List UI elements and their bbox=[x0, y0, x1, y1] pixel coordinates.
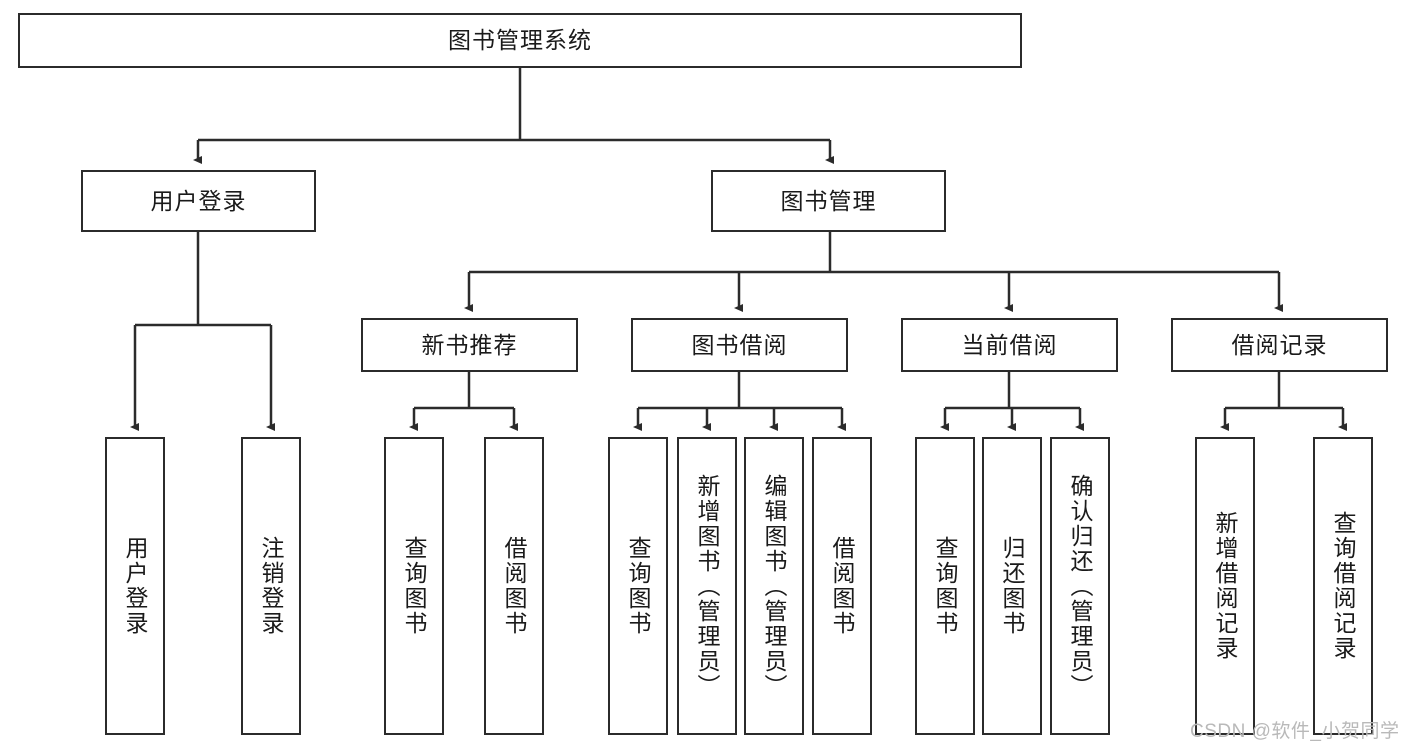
csdn-watermark: CSDN @软件_小贺同学 bbox=[1190, 721, 1400, 742]
node-leaf-logout[interactable]: 注销登录 bbox=[241, 437, 301, 735]
node-leaf-recommend-query-book[interactable]: 查询图书 bbox=[384, 437, 444, 735]
node-leaf-record-query-label: 查询借阅记录 bbox=[1330, 511, 1357, 661]
node-book-management-label: 图书管理 bbox=[780, 187, 877, 214]
node-leaf-current-return-book[interactable]: 归还图书 bbox=[982, 437, 1042, 735]
node-borrow-record-label: 借阅记录 bbox=[1231, 331, 1328, 358]
node-leaf-borrow-add-book[interactable]: 新增图书（管理员） bbox=[677, 437, 737, 735]
node-new-book-recommend-label: 新书推荐 bbox=[421, 331, 518, 358]
node-leaf-current-confirm-return-label: 确认归还（管理员） bbox=[1067, 473, 1094, 699]
node-leaf-user-login[interactable]: 用户登录 bbox=[105, 437, 165, 735]
node-leaf-current-confirm-return[interactable]: 确认归还（管理员） bbox=[1050, 437, 1110, 735]
node-user-login-label: 用户登录 bbox=[150, 187, 247, 214]
node-current-borrow-label: 当前借阅 bbox=[961, 331, 1058, 358]
node-borrow-record[interactable]: 借阅记录 bbox=[1171, 318, 1388, 372]
node-root-system-label: 图书管理系统 bbox=[448, 27, 592, 54]
node-leaf-record-query[interactable]: 查询借阅记录 bbox=[1313, 437, 1373, 735]
node-leaf-record-add-label: 新增借阅记录 bbox=[1212, 511, 1239, 661]
node-book-borrow-label: 图书借阅 bbox=[691, 331, 788, 358]
node-current-borrow[interactable]: 当前借阅 bbox=[901, 318, 1118, 372]
node-leaf-recommend-query-book-label: 查询图书 bbox=[401, 536, 428, 636]
node-book-borrow[interactable]: 图书借阅 bbox=[631, 318, 848, 372]
node-leaf-current-return-book-label: 归还图书 bbox=[999, 536, 1026, 636]
node-leaf-borrow-borrow-book-label: 借阅图书 bbox=[829, 536, 856, 636]
node-leaf-record-add[interactable]: 新增借阅记录 bbox=[1195, 437, 1255, 735]
node-user-login[interactable]: 用户登录 bbox=[81, 170, 316, 232]
node-new-book-recommend[interactable]: 新书推荐 bbox=[361, 318, 578, 372]
node-leaf-current-query-book[interactable]: 查询图书 bbox=[915, 437, 975, 735]
node-leaf-borrow-query-book-label: 查询图书 bbox=[625, 536, 652, 636]
node-leaf-borrow-edit-book-label: 编辑图书（管理员） bbox=[761, 473, 788, 699]
node-leaf-borrow-edit-book[interactable]: 编辑图书（管理员） bbox=[744, 437, 804, 735]
node-leaf-recommend-borrow-book[interactable]: 借阅图书 bbox=[484, 437, 544, 735]
node-leaf-borrow-borrow-book[interactable]: 借阅图书 bbox=[812, 437, 872, 735]
node-leaf-borrow-add-book-label: 新增图书（管理员） bbox=[694, 473, 721, 699]
node-root-system[interactable]: 图书管理系统 bbox=[18, 13, 1022, 68]
node-leaf-recommend-borrow-book-label: 借阅图书 bbox=[501, 536, 528, 636]
node-leaf-borrow-query-book[interactable]: 查询图书 bbox=[608, 437, 668, 735]
node-leaf-current-query-book-label: 查询图书 bbox=[932, 536, 959, 636]
node-book-management[interactable]: 图书管理 bbox=[711, 170, 946, 232]
node-leaf-user-login-label: 用户登录 bbox=[122, 536, 149, 636]
node-leaf-logout-label: 注销登录 bbox=[258, 536, 285, 636]
